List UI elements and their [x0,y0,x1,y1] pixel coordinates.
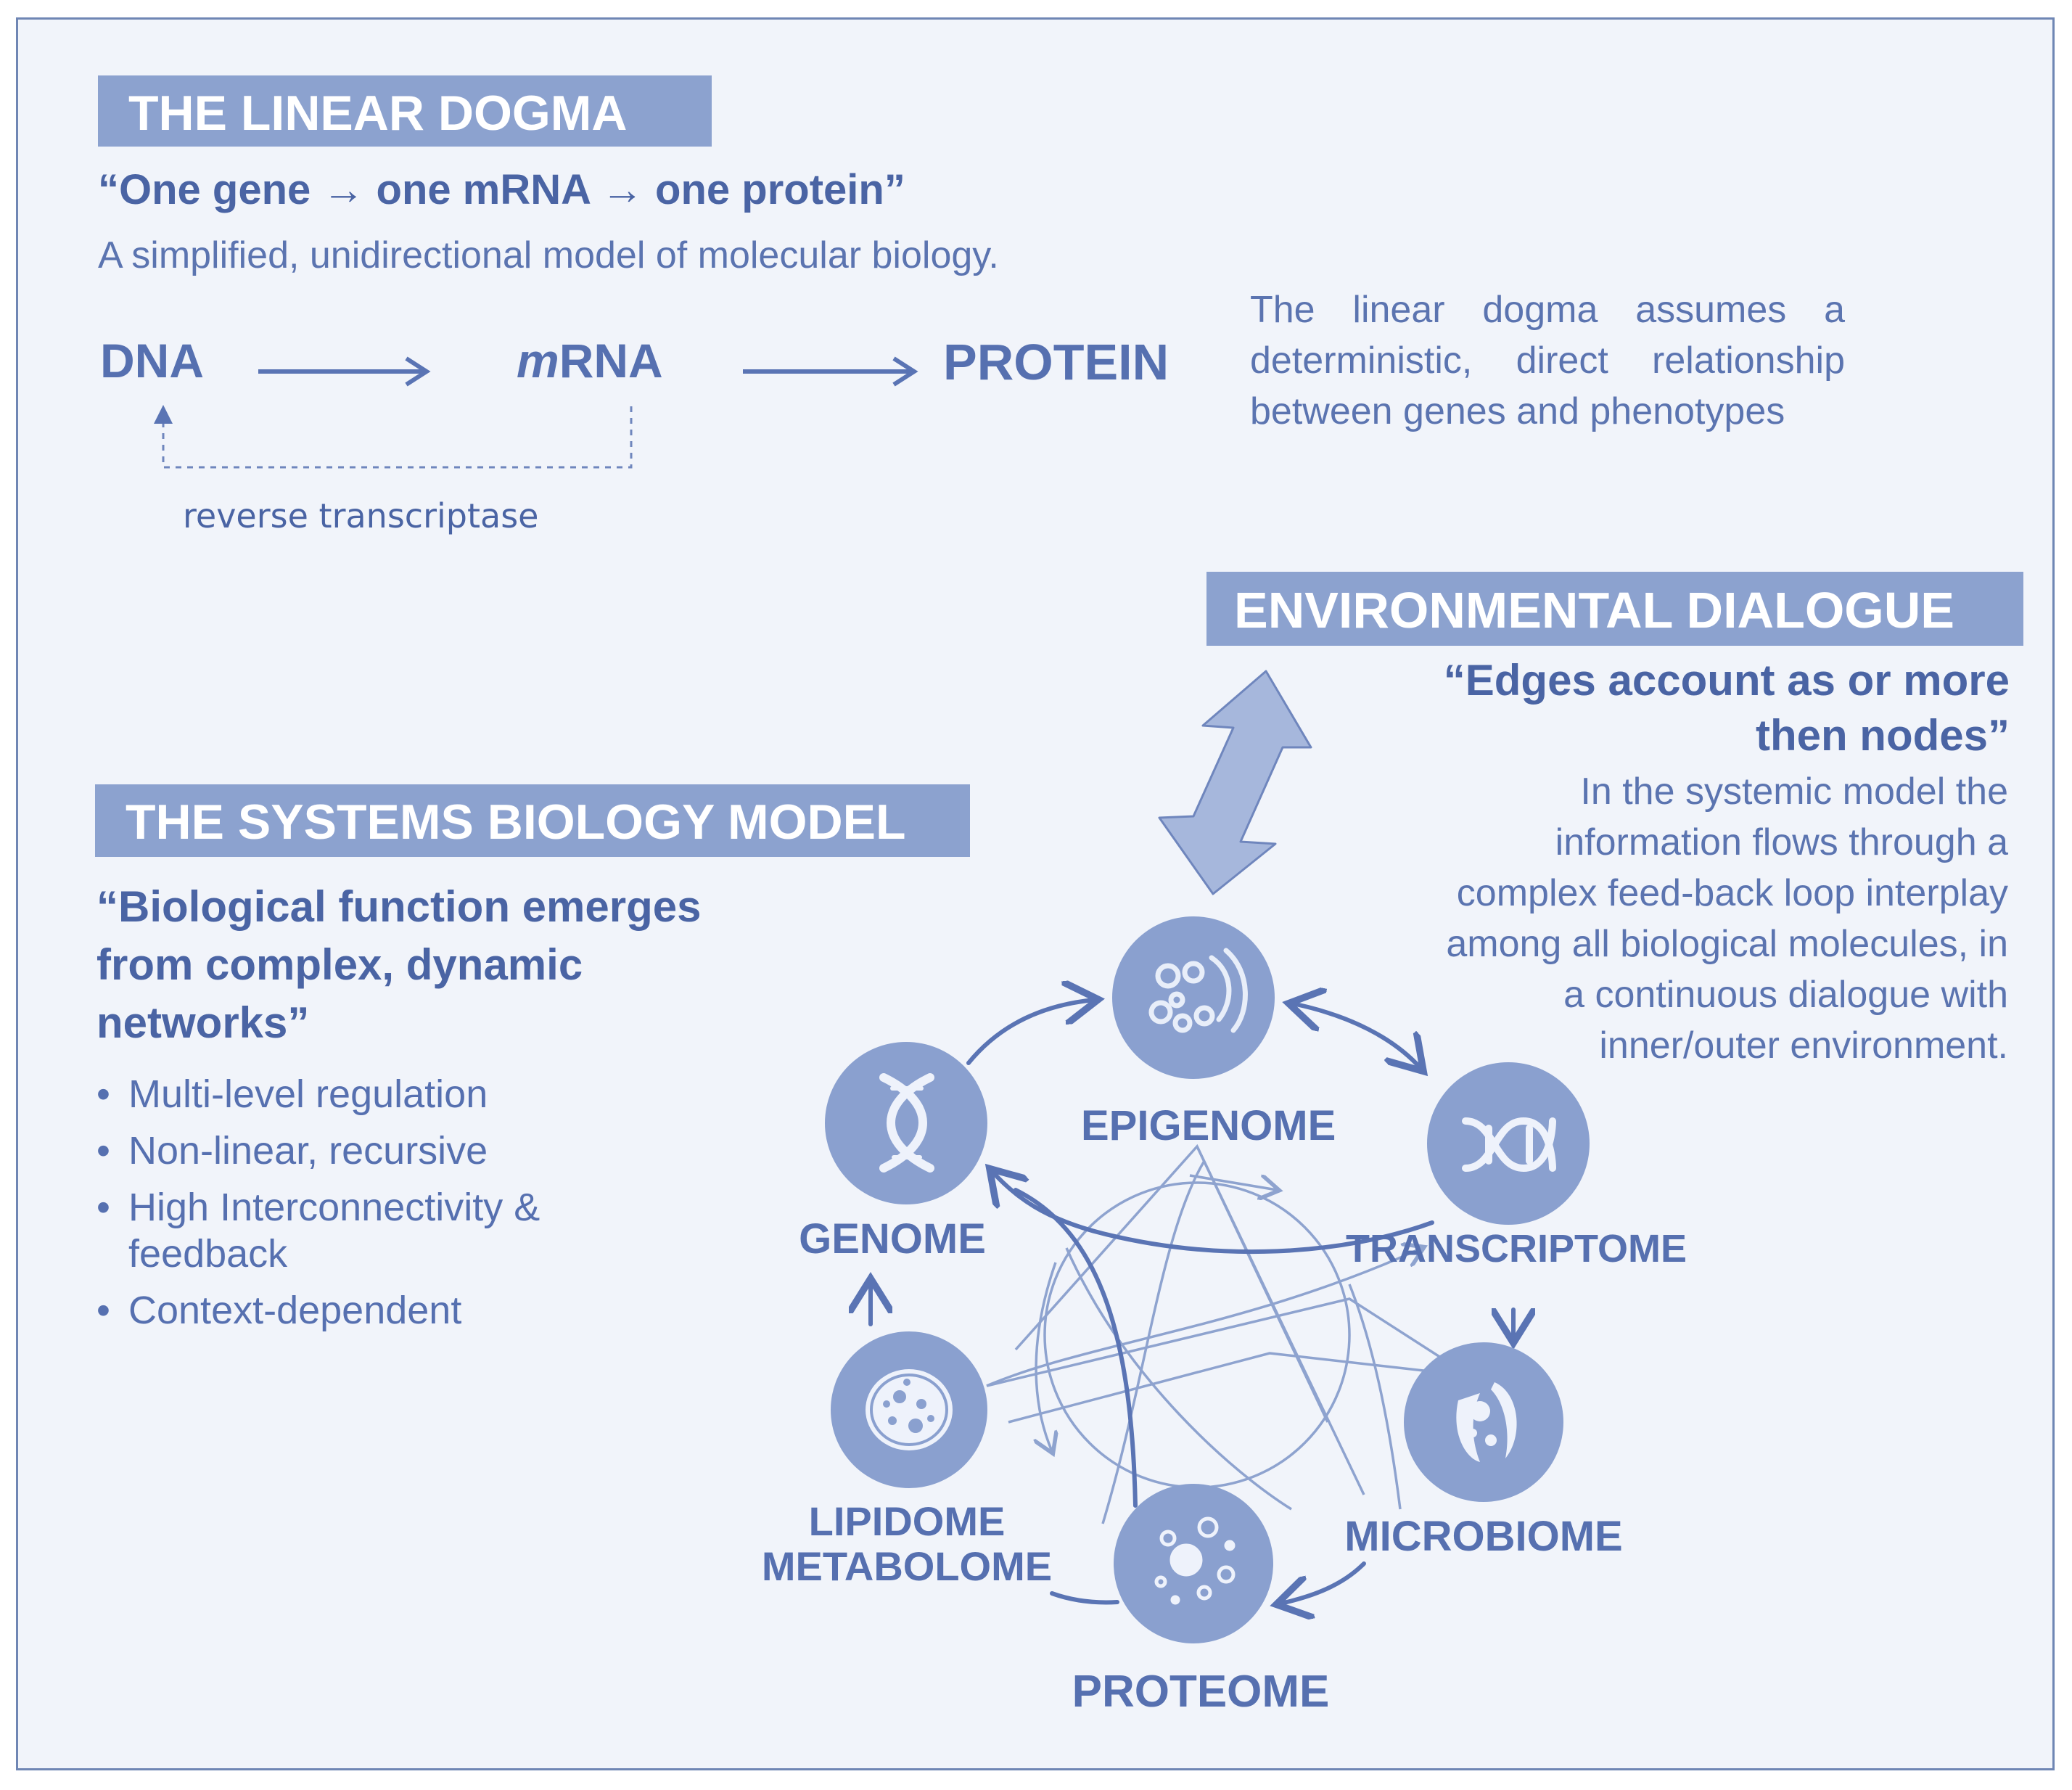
chromatin-icon [1148,948,1248,1033]
linear-dogma-description: The linear dogma assumes a deterministic… [1250,289,1845,432]
linear-dogma-quote: “One gene → one mRNA → one protein” [98,166,905,213]
bullet-item: Context-dependent [96,1287,619,1334]
env-desc-line: among all biological molecules, in [1446,923,2008,965]
systems-biology-title: THE SYSTEMS BIOLOGY MODEL [126,795,906,850]
node-genome [825,1042,987,1204]
microbe-icon [1456,1382,1517,1462]
node-lipidome-metabolome [831,1331,987,1488]
env-desc-line: information flows through a [1555,821,2008,863]
network-flow-arrows [871,1000,1513,1604]
linear-dogma-title: THE LINEAR DOGMA [128,86,628,141]
genome-label: GENOME [799,1215,986,1263]
reverse-transcription-dashed-arrow [154,405,633,469]
systems-biology-quote: “Biological function emerges from comple… [96,882,702,1047]
bullet-item: High Interconnectivity & feedback [96,1184,593,1277]
env-desc-line: a continuous dialogue with [1563,974,2008,1016]
environmental-quote-line-1: “Edges account as or more [1443,656,2010,705]
mrna-suffix: RNA [559,334,663,387]
linear-dogma-subtitle: A simplified, unidirectional model of mo… [98,234,999,276]
environmental-dialogue-banner: ENVIRONMENTAL DIALOGUE [1206,572,2023,646]
lipidome-metabolome-label: LIPIDOME METABOLOME [744,1499,1070,1588]
cell-icon [866,1369,953,1450]
environmental-quote-line-2: then nodes” [1755,711,2010,760]
node-epigenome [1112,916,1275,1079]
node-microbiome [1404,1342,1563,1502]
mrna-prefix: m [517,334,559,387]
protein-label: PROTEIN [943,334,1169,390]
systems-biology-bullets: Multi-level regulation Non-linear, recur… [96,1071,619,1344]
lipidome-label: LIPIDOME [808,1498,1006,1544]
node-transcriptome [1427,1062,1590,1225]
bullet-item: Multi-level regulation [96,1071,619,1117]
mrna-to-protein-arrow [743,356,918,387]
environmental-dialogue-description: In the systemic model the information fl… [1233,766,2008,1071]
bullet-item: Non-linear, recursive [96,1128,619,1174]
systems-biology-banner: THE SYSTEMS BIOLOGY MODEL [95,784,970,857]
epigenome-label: EPIGENOME [1081,1102,1336,1149]
linear-dogma-banner: THE LINEAR DOGMA [98,75,712,147]
node-proteome [1114,1484,1273,1643]
dna-to-mrna-arrow [258,356,431,387]
env-desc-line: In the systemic model the [1580,771,2008,813]
dna-helix-icon [879,1073,934,1173]
environmental-dialogue-quote: “Edges account as or more then nodes” [1233,653,2010,763]
reverse-transcriptase-label: reverse transcriptase [183,496,539,535]
mrna-label: mRNA [517,337,663,385]
metabolome-label: METABOLOME [761,1543,1053,1589]
microbiome-label: MICROBIOME [1344,1513,1623,1560]
env-desc-line: complex feed-back loop interplay [1456,872,2008,914]
proteome-label: PROTEOME [1072,1667,1330,1717]
rna-strand-icon [1462,1117,1556,1173]
environmental-dialogue-title: ENVIRONMENTAL DIALOGUE [1234,582,1954,639]
env-desc-line: inner/outer environment. [1599,1025,2008,1067]
transcriptome-label: TRANSCRIPTOME [1346,1227,1687,1270]
dna-label: DNA [100,334,204,387]
protein-bubbles-icon [1154,1516,1236,1605]
environment-double-arrow [1158,670,1312,895]
figure-frame [16,17,2055,1770]
